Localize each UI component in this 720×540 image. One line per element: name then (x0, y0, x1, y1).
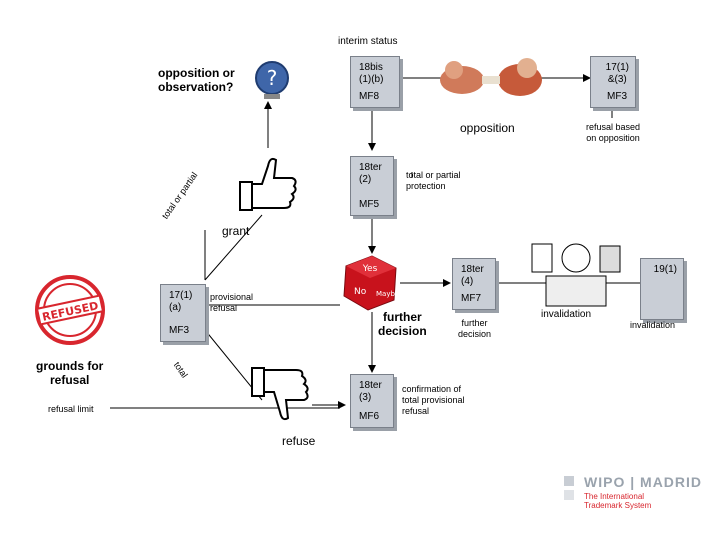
invalidation-label: invalidation (630, 320, 676, 330)
box-18bis: 18bis (1)(b) MF8 (350, 56, 400, 108)
yes-no-maybe-dice-icon: Yes No Maybe (340, 252, 400, 312)
box-18bis-top: 18bis (1)(b) (359, 62, 384, 85)
opposition-cartoon-image (432, 50, 552, 110)
dice-no-text: No (354, 287, 367, 297)
box-19-1: 19(1) (640, 258, 684, 320)
box-17-1-3-bottom: MF3 (607, 91, 627, 102)
box-17-1-a-top: 17(1) (a) (169, 290, 193, 313)
grant-label: grant (222, 224, 250, 238)
box-18ter-4-top: 18ter (4) (461, 264, 484, 287)
box-18ter-4: 18ter (4) MF7 (452, 258, 496, 310)
further-decision-label: further decision (378, 310, 427, 338)
refusal-limit-label: refusal limit (48, 404, 94, 414)
box-17-1-3-top: 17(1) &(3) (605, 62, 629, 85)
question-help-icon: ? (254, 60, 290, 100)
confirmation-label: confirmation of total provisional refusa… (402, 384, 465, 416)
svg-text:?: ? (267, 66, 278, 90)
box-17-1-a-bottom: MF3 (169, 325, 189, 336)
box-18ter-4-bottom: MF7 (461, 293, 481, 304)
question-label: opposition or observation? (158, 66, 235, 94)
provisional-refusal-label: provisional refusal (210, 292, 254, 313)
box-17-1-3: 17(1) &(3) MF3 (590, 56, 636, 108)
box-18bis-bottom: MF8 (359, 91, 379, 102)
box-17-1-a: 17(1) (a) MF3 (160, 284, 206, 342)
box-18ter-3: 18ter (3) MF6 (350, 374, 394, 428)
box-18ter-2-top: 18ter (2) (359, 162, 382, 185)
refusal-based-label: refusal based on opposition (586, 122, 641, 143)
box-19-1-top: 19(1) (653, 264, 677, 275)
thumbs-up-icon (232, 146, 302, 216)
box-18ter-2-bottom: MF5 (359, 199, 379, 210)
invalidation-cartoon-image (526, 236, 626, 310)
dice-maybe-text: Maybe (376, 290, 399, 298)
box-18ter-3-bottom: MF6 (359, 411, 379, 422)
total-partial-protection-label: total or partial protection (406, 170, 461, 191)
logo-mark-icon (564, 476, 574, 500)
grounds-for-refusal-label: grounds for refusal (36, 359, 104, 387)
wipo-madrid-logo: WIPO | MADRID The International Trademar… (562, 474, 702, 514)
box-18ter-2: 18ter (2) MF5 (350, 156, 394, 216)
thumbs-down-icon (244, 358, 314, 434)
dice-yes-text: Yes (362, 264, 378, 274)
refused-stamp-image: REFUSED (34, 274, 106, 346)
opposition-label: opposition (460, 121, 515, 135)
logo-main-text: WIPO | MADRID (584, 474, 703, 490)
interim-status-title: interim status (338, 36, 398, 47)
invalidation-box-label: invalidation (541, 309, 592, 320)
line-diag-up (204, 214, 263, 281)
refuse-label: refuse (282, 434, 316, 448)
logo-sub-text: The International Trademark System (584, 492, 652, 510)
further-decision-small-label: further decision (458, 318, 492, 339)
box-18ter-3-top: 18ter (3) (359, 380, 382, 403)
